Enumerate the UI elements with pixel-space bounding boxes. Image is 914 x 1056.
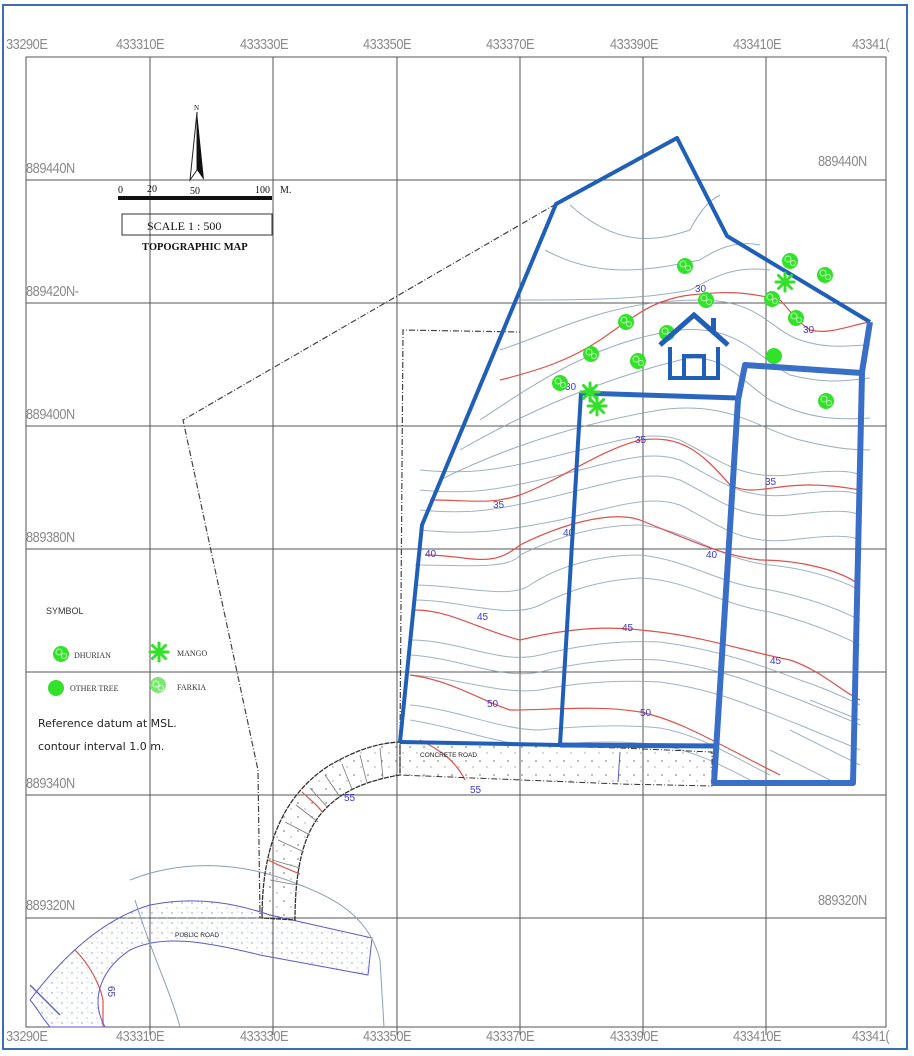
easting-label: 433330E <box>240 36 289 53</box>
concrete-road-label: CONCRETE ROAD <box>420 752 477 759</box>
easting-label: 433390E <box>610 1028 659 1045</box>
easting-label: 433410E <box>733 36 782 53</box>
contour-label: 40 <box>706 550 718 561</box>
contour-lines-dense <box>409 435 861 786</box>
easting-label: 433370E <box>486 1028 535 1045</box>
concrete-road: CONCRETE ROAD <box>261 741 713 921</box>
legend-label-farkia: FARKIA <box>177 683 206 692</box>
parcel-outline-left-lot <box>399 392 583 747</box>
easting-label: 433310E <box>116 36 165 53</box>
contour-label: 45 <box>622 623 634 634</box>
northing-label: 889380N <box>26 529 75 546</box>
index-contours <box>74 291 871 1027</box>
contour-label: 50 <box>487 699 499 710</box>
svg-text:100: 100 <box>255 185 270 196</box>
easting-label: 33290E <box>6 1028 48 1045</box>
northing-label: 889400N <box>26 406 75 423</box>
contour-label: 35 <box>493 500 505 511</box>
scale-ratio: SCALE 1 : 500 <box>147 219 221 233</box>
contour-interval-note: contour interval 1.0 m. <box>38 740 164 753</box>
northing-label: 889420N- <box>26 283 79 300</box>
easting-label: 43341( <box>852 1028 890 1045</box>
minor-contours <box>439 194 871 481</box>
easting-label: 433330E <box>240 1028 289 1045</box>
northing-label: 889320N <box>26 897 75 914</box>
parcel-outline-right-lot <box>711 362 865 786</box>
contour-label: 30 <box>803 325 815 336</box>
contour-label: 30 <box>565 382 577 393</box>
public-road: PUBLIC ROAD <box>29 865 385 1028</box>
svg-text:M.: M. <box>280 185 291 196</box>
map-frame <box>2 4 908 1050</box>
legend: SYMBOL DHURIAN MANGO OTHER TREE FARKIA R… <box>38 606 207 753</box>
contour-label: 30 <box>695 284 707 295</box>
grid-lines <box>25 56 887 1035</box>
easting-label: 433390E <box>610 36 659 53</box>
contour-label: 55 <box>470 785 482 796</box>
svg-text:0: 0 <box>118 185 123 196</box>
contour-label: 35 <box>635 435 647 446</box>
mango-tree-icon <box>148 641 170 663</box>
public-road-label: PUBLIC ROAD <box>175 932 219 939</box>
northing-label: 889340N <box>26 775 75 792</box>
easting-label: 433350E <box>363 36 412 53</box>
contour-label: 40 <box>563 528 575 539</box>
dhurian-tree-icon <box>52 645 70 663</box>
north-arrow-icon: N <box>189 104 204 182</box>
contour-label: 45 <box>477 612 489 623</box>
contour-label: 50 <box>640 708 652 719</box>
contour-labels: 30 30 30 35 35 35 40 40 40 45 45 45 50 5… <box>105 284 815 998</box>
contour-label: 40 <box>425 549 437 560</box>
contour-label: 65 <box>105 986 116 998</box>
scale-bar: 0 20 50 100 M. SCALE 1 : 500 TOPOGRAPHIC… <box>118 184 291 253</box>
easting-label: 43341( <box>852 36 890 53</box>
legend-label-mango: MANGO <box>177 649 207 658</box>
easting-label: 433410E <box>733 1028 782 1045</box>
easting-label: 433310E <box>116 1028 165 1045</box>
farkia-tree-icon <box>149 676 167 694</box>
tree-markers <box>551 252 835 417</box>
map-title: TOPOGRAPHIC MAP <box>142 242 248 253</box>
svg-text:20: 20 <box>147 184 157 195</box>
svg-text:50: 50 <box>190 186 200 197</box>
legend-title: SYMBOL <box>46 606 84 616</box>
contour-label: 45 <box>770 656 782 667</box>
contour-label: 35 <box>765 477 777 488</box>
other-tree-icon <box>48 680 64 696</box>
northing-label: 889440N <box>26 160 75 177</box>
property-boundary-line <box>182 203 557 919</box>
legend-label-other-tree: OTHER TREE <box>70 684 119 693</box>
contour-label: 55 <box>344 793 356 804</box>
north-label: N <box>194 104 199 112</box>
house-icon <box>658 311 730 380</box>
parcel-outlines <box>398 136 873 786</box>
easting-label: 433350E <box>363 1028 412 1045</box>
northing-label: 889440N <box>818 153 867 170</box>
parcel-outline-main <box>398 136 872 743</box>
easting-label: 433370E <box>486 36 535 53</box>
northing-label: 889320N <box>818 892 867 909</box>
easting-label: 33290E <box>6 36 48 53</box>
datum-note: Reference datum at MSL. <box>38 717 177 730</box>
legend-label-dhurian: DHURIAN <box>74 651 111 660</box>
